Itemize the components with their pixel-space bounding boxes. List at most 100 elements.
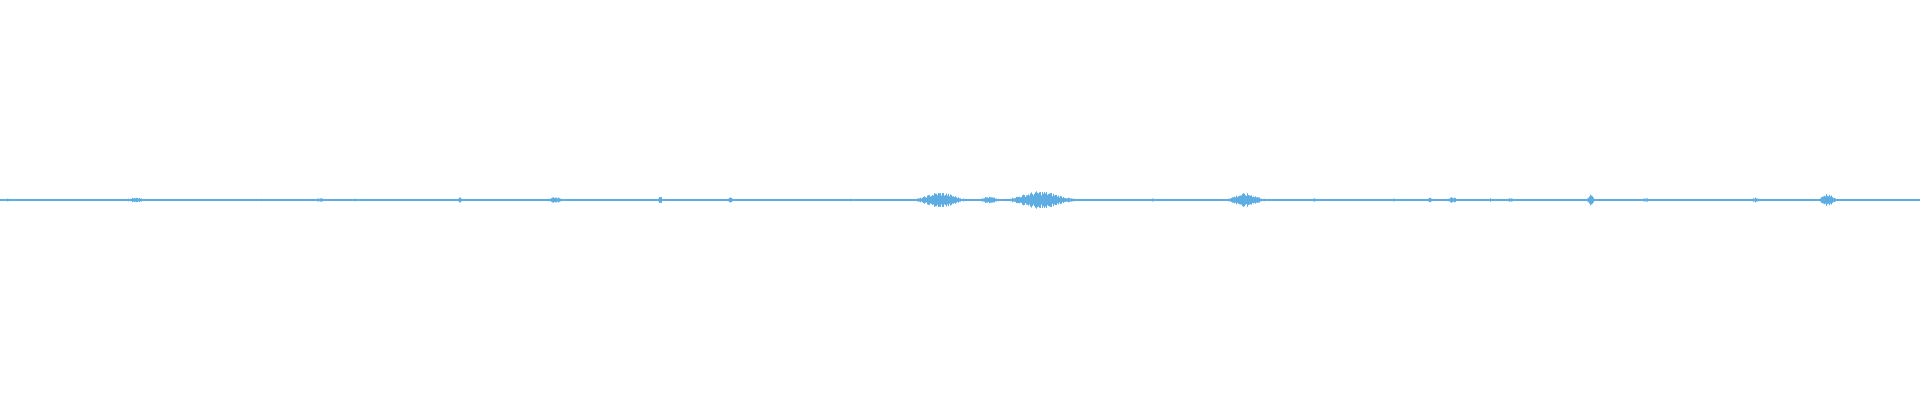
- waveform-sample: [1228, 198, 1229, 202]
- waveform-sample: [1592, 196, 1593, 204]
- waveform-sample: [1062, 197, 1063, 203]
- waveform-sample: [662, 198, 663, 202]
- waveform-sample: [1264, 198, 1265, 202]
- waveform-sample: [1251, 195, 1252, 205]
- waveform-sample: [8, 198, 9, 202]
- waveform-sample: [1589, 196, 1590, 204]
- waveform-sample: [936, 193, 937, 207]
- waveform-sample: [1258, 197, 1259, 203]
- waveform-sample: [459, 197, 460, 203]
- waveform-sample: [1758, 199, 1759, 201]
- waveform-sample: [1226, 199, 1227, 201]
- waveform-sample: [731, 197, 732, 203]
- waveform-sample: [1824, 195, 1825, 205]
- waveform-sample: [1647, 198, 1648, 202]
- waveform-sample: [134, 197, 135, 203]
- waveform-sample: [547, 199, 548, 201]
- waveform-sample: [1432, 198, 1433, 202]
- waveform-sample: [953, 196, 954, 204]
- waveform-sample: [1231, 197, 1232, 203]
- waveform-sample: [351, 198, 352, 202]
- waveform-sample: [1754, 198, 1755, 202]
- waveform-sample: [1753, 198, 1754, 202]
- waveform-sample: [553, 197, 554, 203]
- waveform-sample: [990, 197, 991, 203]
- waveform-sample: [1236, 195, 1237, 205]
- waveform-sample: [1826, 194, 1827, 206]
- waveform-sample: [1394, 198, 1395, 202]
- waveform-sample: [352, 199, 353, 201]
- waveform-sample: [1832, 197, 1833, 203]
- waveform-sample: [319, 198, 320, 202]
- waveform-sample: [1035, 192, 1036, 208]
- waveform-sample: [946, 193, 947, 207]
- waveform-sample: [1448, 198, 1449, 202]
- waveform-sample: [1253, 196, 1254, 204]
- waveform-sample: [548, 199, 549, 201]
- waveform-sample: [1032, 193, 1033, 207]
- waveform-sample: [1066, 198, 1067, 202]
- waveform-sample: [1152, 198, 1153, 202]
- waveform-sample: [980, 198, 981, 202]
- waveform-sample: [1005, 198, 1006, 202]
- waveform-sample: [1259, 197, 1260, 203]
- waveform-sample: [986, 197, 987, 203]
- waveform-sample: [1825, 196, 1826, 204]
- waveform-sample: [1025, 196, 1026, 204]
- waveform-sample: [983, 198, 984, 202]
- waveform-sample: [1026, 195, 1027, 205]
- waveform-sample: [1233, 197, 1234, 203]
- waveform-sample: [921, 198, 922, 202]
- waveform-sample: [1074, 198, 1075, 202]
- waveform-sample: [850, 198, 851, 202]
- waveform-sample: [1262, 198, 1263, 202]
- waveform-sample: [934, 193, 935, 207]
- waveform-sample: [998, 198, 999, 202]
- waveform-sample: [1256, 197, 1257, 203]
- waveform-sample: [997, 199, 998, 201]
- waveform-sample: [130, 198, 131, 202]
- waveform-sample: [1010, 198, 1011, 202]
- waveform-sample: [993, 197, 994, 203]
- waveform-sample: [322, 198, 323, 202]
- waveform-sample: [1455, 197, 1456, 203]
- waveform-sample: [1050, 193, 1051, 207]
- waveform-sample: [1246, 195, 1247, 205]
- waveform-sample: [1235, 197, 1236, 203]
- waveform-sample: [1433, 199, 1434, 201]
- waveform-sample: [461, 198, 462, 202]
- waveform-sample: [139, 197, 140, 203]
- waveform-sample: [1757, 198, 1758, 202]
- waveform-sample: [925, 197, 926, 203]
- waveform-sample: [1265, 199, 1266, 201]
- waveform-sample: [960, 198, 961, 202]
- waveform-sample: [1041, 195, 1042, 205]
- waveform-sample: [660, 197, 661, 203]
- waveform-sample: [917, 198, 918, 202]
- waveform-sample: [1031, 192, 1032, 208]
- waveform-sample: [1255, 196, 1256, 204]
- waveform-sample: [1508, 198, 1509, 202]
- waveform-sample: [1428, 198, 1429, 202]
- waveform-sample: [948, 193, 949, 207]
- waveform-sample: [1316, 198, 1317, 202]
- waveform-sample: [1492, 199, 1493, 201]
- waveform-sample: [1491, 199, 1492, 201]
- waveform-sample: [922, 197, 923, 203]
- waveform-sample: [1243, 193, 1244, 207]
- waveform-sample: [1225, 199, 1226, 201]
- waveform-sample: [1252, 196, 1253, 204]
- waveform-sample: [1453, 198, 1454, 202]
- waveform-sample: [129, 199, 130, 201]
- waveform-sample: [1315, 198, 1316, 202]
- waveform-sample: [920, 197, 921, 203]
- waveform-sample: [1431, 198, 1432, 202]
- waveform-sample: [552, 197, 553, 203]
- waveform-sample: [1450, 197, 1451, 203]
- waveform-sample: [325, 198, 326, 202]
- waveform-sample: [323, 199, 324, 201]
- waveform-sample: [138, 198, 139, 202]
- waveform-sample: [1237, 197, 1238, 203]
- waveform-sample: [1007, 198, 1008, 202]
